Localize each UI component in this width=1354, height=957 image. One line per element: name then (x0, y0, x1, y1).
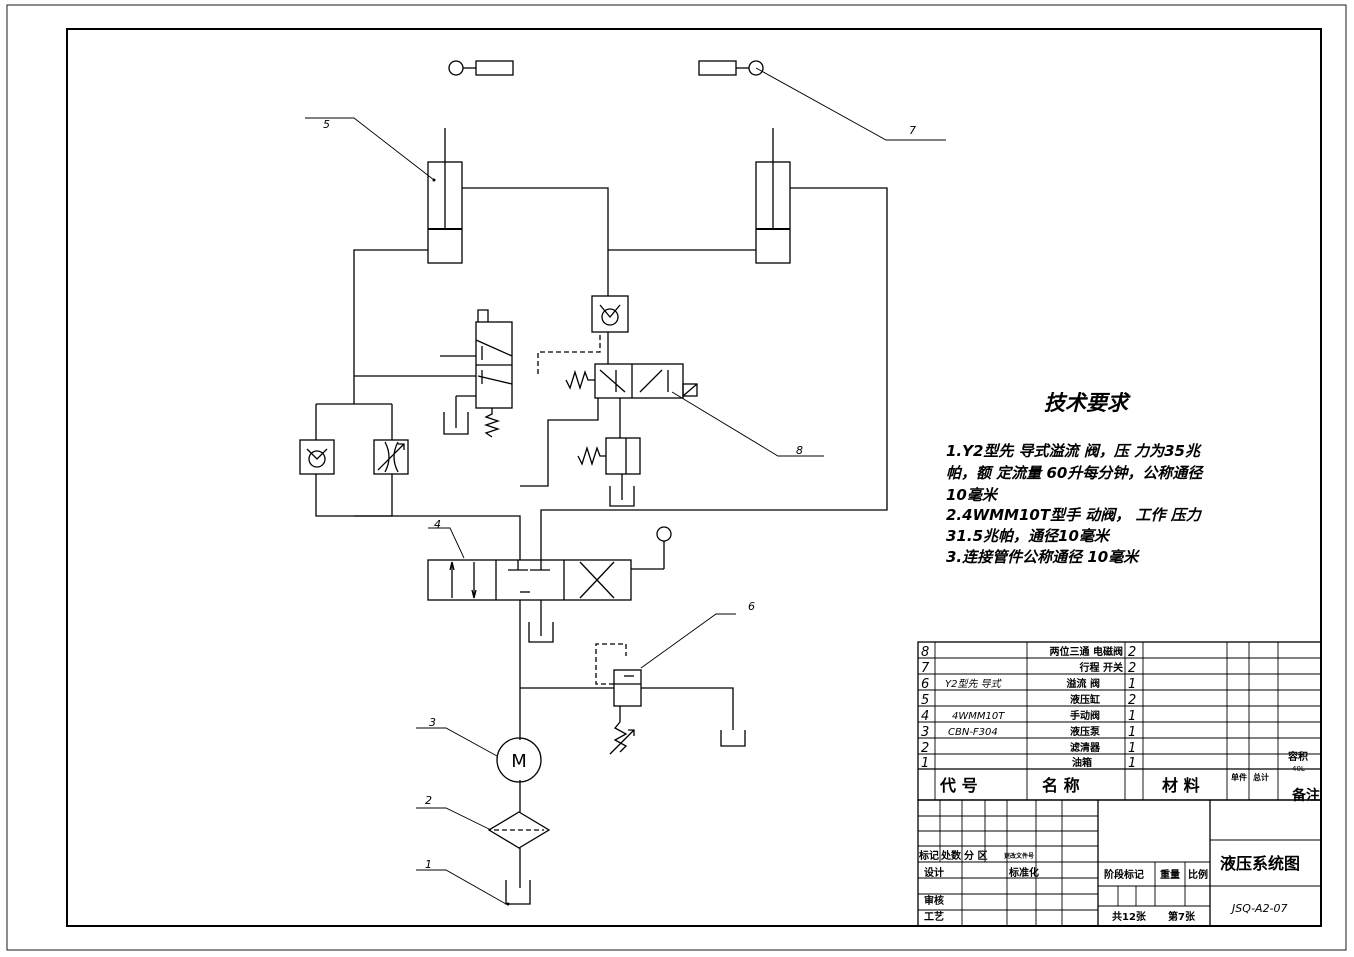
header-code: 代 号 (939, 776, 978, 795)
callout-7: 7 (909, 124, 916, 137)
tb-weight: 重量 (1160, 868, 1180, 881)
part-qty: 1 (1128, 709, 1136, 724)
solenoid-valve-8 (565, 363, 698, 399)
check-valve-top (591, 295, 629, 333)
tech-line-3: 10毫米 (946, 486, 999, 504)
part-no: 7 (921, 661, 930, 676)
manual-directional-valve (427, 526, 672, 601)
part-qty: 1 (1128, 677, 1136, 692)
part-qty: 2 (1128, 693, 1136, 708)
inner-frame (66, 28, 1322, 927)
solenoid-valve-vertical (443, 309, 513, 438)
tb-rev-doc: 更改文件号 (1004, 852, 1034, 860)
callout-8: 8 (796, 444, 803, 457)
part-name: 液压缸 (1070, 693, 1100, 706)
part-qty: 2 (1128, 645, 1136, 660)
callout-4: 4 (434, 518, 441, 531)
limit-switch-right (698, 60, 764, 76)
hydraulic-cylinder-left (427, 128, 463, 264)
parts-rows: 8 两位三通 电磁阀 2 7 行程 开关 2 6 Y2型先 导式 溢流 阀 1 … (921, 645, 1136, 771)
tb-sheet: 第7张 (1168, 910, 1196, 923)
outer-frame (6, 4, 1347, 951)
tech-title: 技术要求 (1044, 391, 1131, 415)
part-code: CBN-F304 (948, 727, 998, 738)
part-code: 4WMM10T (952, 711, 1005, 722)
callout-2: 2 (425, 794, 432, 807)
tech-line-2: 帕，额 定流量 60升每分钟，公称通径 (946, 464, 1204, 482)
part-name: 行程 开关 (1079, 661, 1123, 674)
tb-drawing-title: 液压系统图 (1220, 854, 1300, 873)
header-volume: 容积 (1287, 750, 1308, 763)
tech-line-1: 1.Y2型先 导式溢流 阀，压 力为35兆 (946, 442, 1202, 460)
part-name: 液压泵 (1070, 725, 1101, 738)
tb-drawing-number: JSQ-A2-07 (1230, 902, 1288, 915)
spring-valve-lower (577, 437, 641, 507)
tank-symbol-relief (720, 730, 746, 747)
tech-line-4: 2.4WMM10T型手 动阀， 工作 压力 (946, 506, 1203, 524)
part-no: 8 (921, 645, 929, 660)
header-name: 名 称 (1042, 776, 1080, 795)
tank-symbol-valve (528, 600, 554, 643)
tb-process: 工艺 (924, 910, 944, 923)
title-block-grid (917, 799, 1322, 927)
hydraulic-lines (315, 187, 888, 888)
tb-design: 设计 (924, 866, 944, 879)
part-name: 手动阀 (1070, 709, 1100, 722)
throttle-valve (373, 439, 409, 475)
limit-switch-left (448, 60, 514, 76)
part-name: 两位三通 电磁阀 (1050, 645, 1123, 658)
part-name: 油箱 (1072, 756, 1092, 769)
part-code: Y2型先 导式 (945, 678, 1003, 690)
header-remark: 备注 (1291, 787, 1320, 804)
part-name: 滤清器 (1070, 741, 1101, 754)
parts-table-grid (917, 641, 1322, 801)
part-no: 4 (921, 709, 929, 724)
part-no: 1 (921, 756, 929, 771)
oil-tank (505, 880, 531, 906)
part-no: 5 (921, 693, 929, 708)
tb-rev-count: 处数 (940, 849, 962, 862)
filter (487, 811, 551, 849)
callout-5: 5 (323, 118, 330, 131)
header-volume-value: 40L (1292, 765, 1305, 773)
header-unit: 单件 (1231, 772, 1247, 782)
part-no: 6 (921, 677, 929, 692)
tech-line-5: 31.5兆帕，通径10毫米 (946, 527, 1111, 545)
part-qty: 1 (1128, 725, 1136, 740)
check-valve-left (299, 439, 335, 475)
part-qty: 1 (1128, 741, 1136, 756)
part-no: 3 (921, 725, 929, 740)
callout-1: 1 (425, 858, 432, 871)
callout-3: 3 (429, 716, 436, 729)
tb-rev-mark: 标记 (918, 849, 939, 862)
hydraulic-cylinder-right (755, 128, 791, 264)
part-qty: 2 (1128, 661, 1136, 676)
header-material: 材 料 (1162, 776, 1200, 795)
part-name: 溢流 阀 (1067, 677, 1100, 690)
leader-lines (305, 67, 946, 905)
part-no: 2 (921, 741, 929, 756)
header-total: 总计 (1253, 772, 1269, 782)
motor-label: M (511, 751, 527, 772)
callout-6: 6 (748, 600, 755, 613)
tb-total-sheets: 共12张 (1112, 910, 1147, 923)
tb-standard: 标准化 (1008, 866, 1039, 879)
motor (496, 737, 542, 783)
part-qty: 1 (1128, 756, 1136, 771)
tb-check: 审核 (924, 894, 944, 907)
tb-scale: 比例 (1188, 868, 1208, 881)
tb-stage: 阶段标记 (1104, 868, 1144, 881)
tech-line-6: 3.连接管件公称通径 10毫米 (946, 548, 1140, 566)
relief-valve (595, 643, 642, 755)
tb-rev-zone: 分 区 (964, 849, 987, 862)
